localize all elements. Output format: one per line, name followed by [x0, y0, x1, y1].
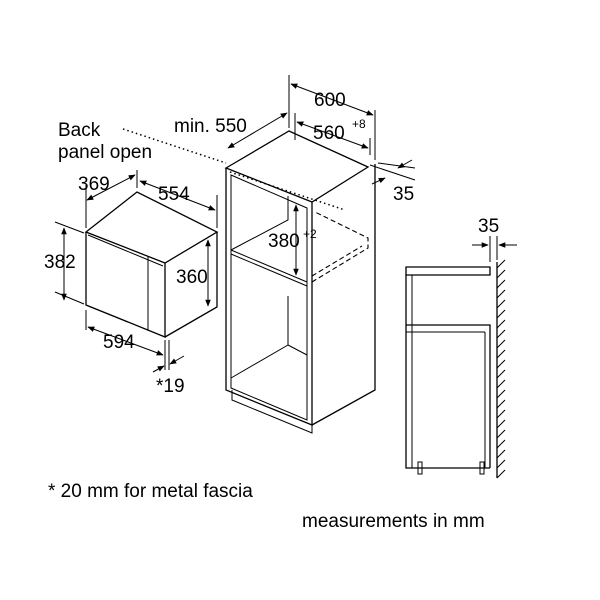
dim-369-label: 369	[78, 174, 110, 195]
dim-594-label: 594	[103, 332, 135, 353]
microwave-drawing	[84, 191, 219, 338]
back-panel-label-line2: panel open	[58, 142, 152, 163]
dim-554-label: 554	[158, 184, 190, 205]
dim-560-label: 560	[313, 123, 345, 144]
dim-600-label: 600	[314, 90, 346, 111]
units-note: measurements in mm	[302, 511, 485, 532]
min-550-label: min. 550	[174, 116, 247, 137]
dim-380-tolerance: +2	[303, 227, 317, 241]
cabinet-dimensions	[122, 75, 416, 276]
dim-382-label: 382	[44, 252, 76, 273]
dim-19-label: *19	[156, 376, 185, 397]
dim-560-tolerance: +8	[352, 117, 366, 131]
dim-360-label: 360	[176, 267, 208, 288]
back-panel-label-line1: Back	[58, 120, 101, 141]
footnote: * 20 mm for metal fascia	[48, 481, 253, 502]
dim-380-label: 380	[268, 231, 300, 252]
side-view-drawing	[405, 236, 517, 479]
dim-35-side-label: 35	[478, 216, 499, 237]
microwave-dimensions	[54, 170, 218, 373]
dim-35-top-label: 35	[393, 184, 414, 205]
cabinet-drawing	[224, 130, 376, 434]
